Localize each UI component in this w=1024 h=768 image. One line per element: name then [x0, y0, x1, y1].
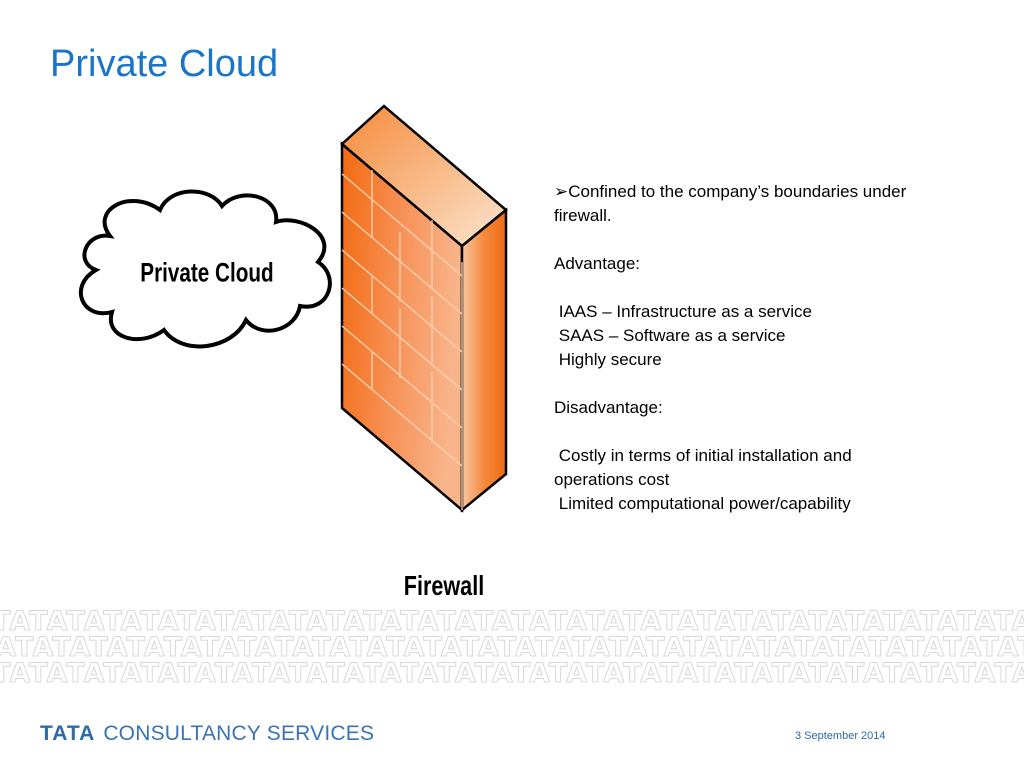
arrow-bullet-icon: ➢ — [554, 182, 569, 201]
disadvantage-item: Limited computational power/capability — [554, 494, 851, 513]
logo-consultancy-services: CONSULTANCY SERVICES — [103, 722, 375, 745]
firewall-label: Firewall — [404, 572, 484, 602]
content-text: ➢Confined to the company’s boundaries un… — [554, 180, 994, 516]
firewall-icon — [340, 104, 508, 513]
tata-pattern-row: TATATATATATATATATATATATATATATATATATATATA… — [0, 606, 1024, 637]
logo-tata: TATA — [40, 722, 96, 745]
slide-date: 3 September 2014 — [795, 730, 886, 742]
tata-pattern-row: TATATATATATATATATATATATATATATATATATATATA… — [0, 658, 1024, 689]
intro-line-1: Confined to the company’s boundaries und… — [568, 182, 907, 201]
tata-pattern-row: TATATATATATATATATATATATATATATATATATATATA… — [0, 632, 1024, 663]
disadvantage-item-continued: operations cost — [554, 470, 670, 489]
advantage-item: IAAS – Infrastructure as a service — [554, 302, 812, 321]
intro-bullet: ➢Confined to the company’s boundaries un… — [554, 180, 994, 204]
disadvantage-item: Costly in terms of initial installation … — [554, 446, 852, 465]
advantage-item: SAAS – Software as a service — [554, 326, 786, 345]
advantage-item: Highly secure — [554, 350, 662, 369]
advantage-heading: Advantage: — [554, 254, 641, 273]
tata-pattern-band: TATATATATATATATATATATATATATATATATATATATA… — [0, 604, 1024, 700]
private-cloud-diagram: Private Cloud Firewall — [78, 104, 508, 602]
disadvantage-heading: Disadvantage: — [554, 398, 663, 417]
cloud-label: Private Cloud — [140, 259, 273, 288]
cloud-shape — [78, 189, 332, 349]
intro-line-2: firewall. — [554, 206, 612, 225]
tcs-logo: TATA CONSULTANCY SERVICES — [40, 722, 374, 746]
slide-title: Private Cloud — [50, 43, 279, 85]
